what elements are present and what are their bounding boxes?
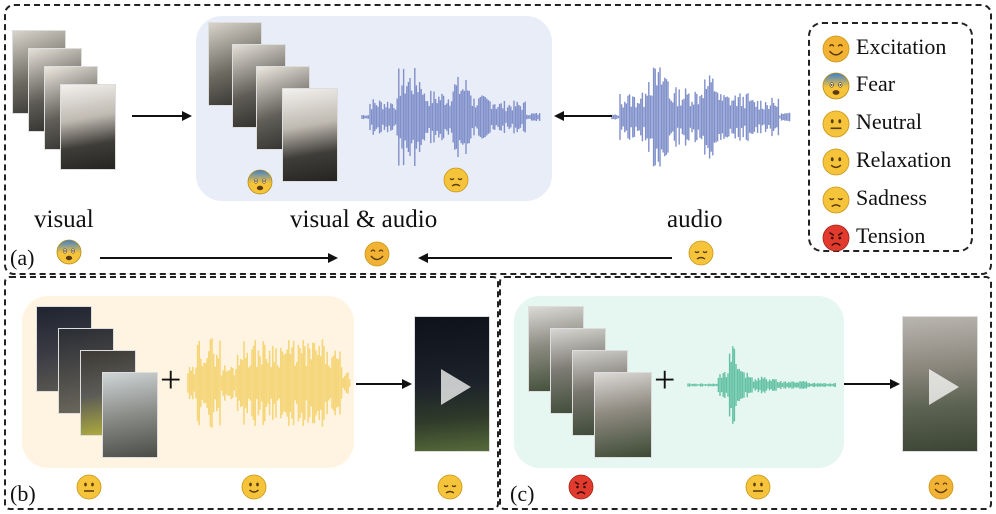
legend-label: Relaxation (856, 147, 952, 172)
excitation-icon (822, 35, 850, 63)
neutral-emoji (745, 474, 771, 500)
output-video-thumbnail (414, 316, 490, 452)
panel-c-tag: (c) (510, 481, 535, 506)
fear-icon (822, 72, 850, 100)
sadness-emoji (688, 240, 714, 266)
waveform-panel-c (687, 346, 836, 424)
fear-emoji (247, 169, 273, 195)
visual-audio-frame-stack (208, 22, 338, 182)
visual-label: visual (34, 206, 94, 233)
output-video-thumbnail (902, 316, 978, 452)
tension-emoji (568, 474, 594, 500)
waveform-visual-audio (361, 67, 541, 167)
legend-item-relaxation: Relaxation (822, 145, 952, 176)
sadness-icon (822, 186, 850, 214)
panel-a-border (4, 4, 992, 275)
panel-c-frame-stack (528, 306, 652, 458)
legend-label: Sadness (856, 185, 927, 210)
panel-c-border (499, 276, 992, 510)
relaxation-emoji (241, 474, 267, 500)
audio-label: audio (667, 206, 723, 233)
emotion-legend: Excitation Fear Neutral Relaxation Sadne… (808, 22, 973, 252)
fear-emoji (56, 239, 82, 265)
sadness-emoji (437, 474, 463, 500)
visual-audio-label: visual & audio (290, 206, 438, 233)
plus-sign: + (654, 359, 676, 401)
legend-item-tension: Tension (822, 221, 926, 252)
neutral-icon (822, 110, 850, 138)
tension-icon (822, 224, 850, 252)
play-icon (441, 369, 471, 405)
plus-sign: + (160, 359, 182, 401)
video-frame (60, 84, 116, 170)
legend-item-neutral: Neutral (822, 107, 922, 138)
legend-item-sadness: Sadness (822, 183, 927, 214)
panel-a-tag: (a) (10, 245, 35, 270)
waveform-audio (611, 67, 791, 167)
excitation-emoji (928, 474, 954, 500)
legend-label: Neutral (856, 109, 922, 134)
panel-b-frame-stack (36, 306, 158, 458)
relaxation-icon (822, 148, 850, 176)
play-icon (929, 369, 959, 405)
waveform-panel-b (187, 338, 351, 428)
neutral-emoji (76, 474, 102, 500)
legend-item-fear: Fear (822, 69, 896, 100)
legend-label: Fear (856, 71, 896, 96)
legend-label: Tension (856, 223, 926, 248)
excitation-emoji (364, 241, 390, 267)
video-frame (282, 88, 338, 182)
panel-b-border (4, 276, 499, 510)
legend-item-excitation: Excitation (822, 32, 947, 63)
sadness-emoji (443, 167, 469, 193)
video-frame (102, 372, 158, 458)
legend-label: Excitation (856, 34, 947, 59)
video-frame (594, 372, 652, 458)
panel-b-tag: (b) (10, 481, 36, 506)
visual-frame-stack (12, 30, 132, 170)
